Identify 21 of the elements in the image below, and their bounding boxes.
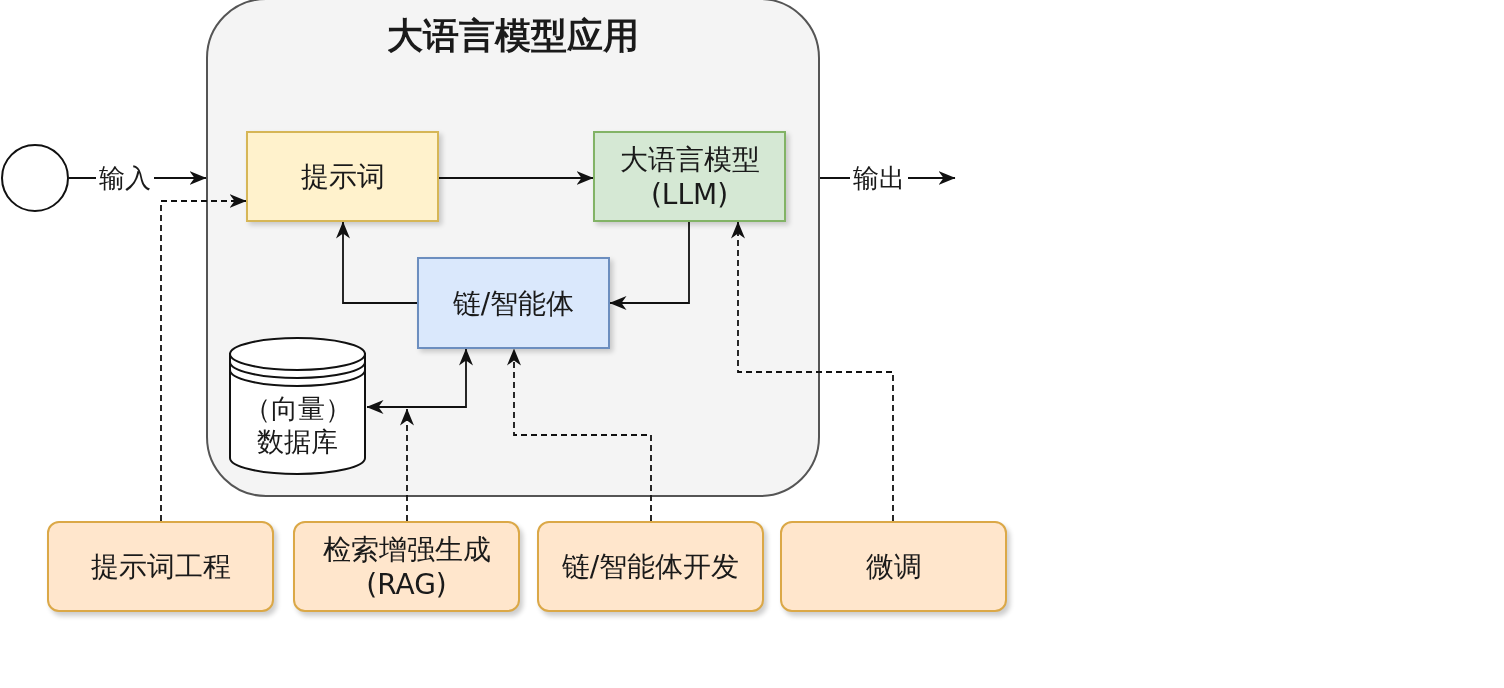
arrow bbox=[366, 348, 473, 414]
process-box: 大语言模型 (LLM) bbox=[593, 131, 786, 222]
panel-title: 大语言模型应用 bbox=[386, 14, 640, 58]
dashed-arrow bbox=[507, 348, 652, 522]
method-box: 提示词工程 bbox=[47, 521, 274, 612]
dashed-arrow bbox=[160, 194, 247, 522]
method-box: 链/智能体开发 bbox=[537, 521, 764, 612]
dashed-arrow bbox=[400, 408, 414, 522]
arrow bbox=[336, 221, 418, 304]
arrow bbox=[438, 171, 594, 185]
method-box: 检索增强生成 (RAG) bbox=[293, 521, 520, 612]
arrow bbox=[68, 171, 207, 185]
arrow bbox=[609, 221, 690, 310]
process-box: 提示词 bbox=[246, 131, 439, 222]
edge-label: 输出 bbox=[850, 165, 908, 191]
container-panel bbox=[206, 0, 820, 497]
arrow bbox=[819, 171, 956, 185]
edge-label: 输入 bbox=[96, 165, 154, 191]
dashed-arrow bbox=[731, 221, 894, 522]
method-box: 微调 bbox=[780, 521, 1007, 612]
process-box: 链/智能体 bbox=[417, 257, 610, 349]
